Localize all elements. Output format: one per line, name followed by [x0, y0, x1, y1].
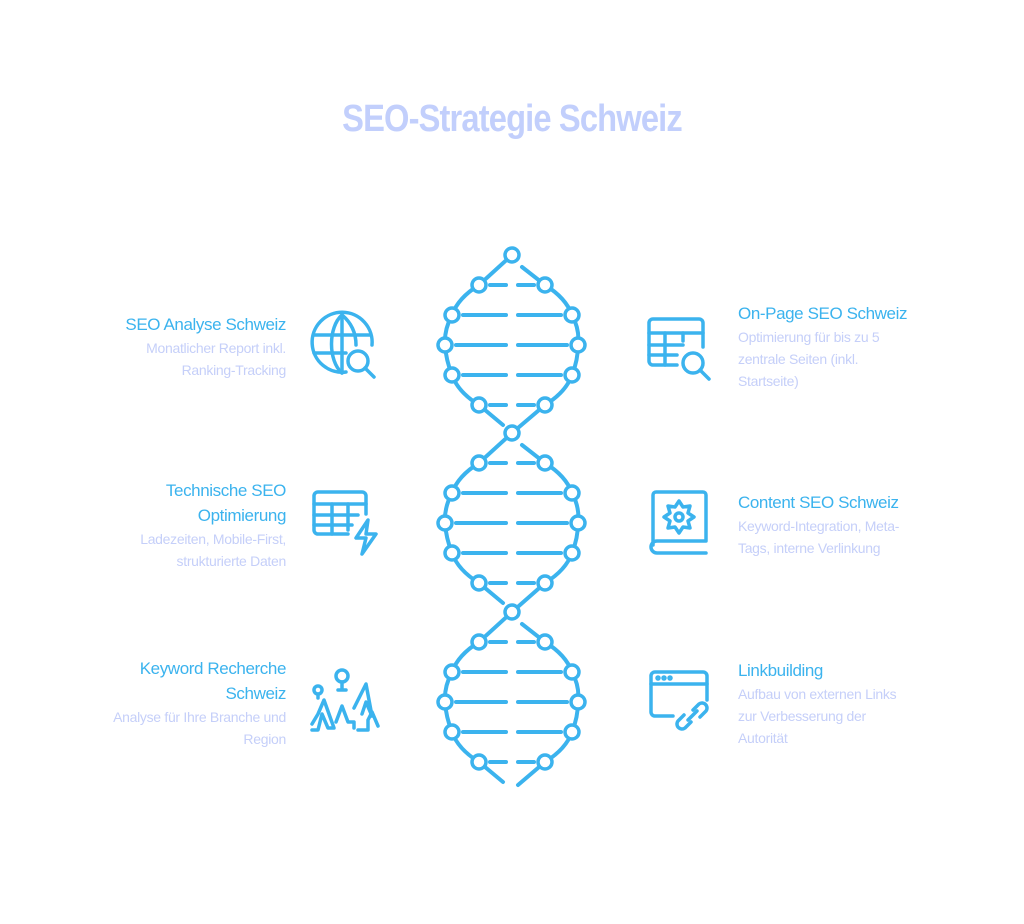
table-search-icon — [643, 313, 715, 385]
page-title: SEO-Strategie Schweiz — [342, 98, 683, 140]
item-keyword-recherche: Keyword Recherche Schweiz Analyse für Ih… — [76, 656, 286, 750]
map-pins-trees-icon — [308, 664, 380, 736]
item-description: Monatlicher Report inkl. Ranking-Trackin… — [146, 340, 286, 378]
helix-segment-2 — [442, 431, 581, 614]
item-content-seo: Content SEO Schweiz Keyword-Integration,… — [738, 490, 948, 559]
item-title: Keyword Recherche Schweiz — [139, 659, 287, 703]
helix-segment-1 — [442, 253, 581, 435]
item-description: Analyse für Ihre Branche und Region — [113, 709, 286, 747]
item-seo-analyse: SEO Analyse Schweiz Monatlicher Report i… — [76, 312, 286, 381]
globe-search-icon — [308, 309, 380, 381]
item-on-page-seo: On-Page SEO Schweiz Optimierung für bis … — [738, 301, 948, 392]
item-description: Optimierung für bis zu 5 zentrale Seiten… — [738, 329, 880, 389]
item-title: Technische SEO Optimierung — [165, 481, 286, 525]
item-title: Content SEO Schweiz — [738, 493, 899, 512]
browser-link-icon — [643, 664, 715, 736]
item-description: Aufbau von externen Links zur Verbesseru… — [738, 686, 897, 746]
item-linkbuilding: Linkbuilding Aufbau von externen Links z… — [738, 658, 948, 749]
table-lightning-icon — [308, 486, 380, 558]
helix-segment-3 — [442, 610, 581, 787]
item-title: SEO Analyse Schweiz — [125, 315, 286, 334]
item-title: Linkbuilding — [738, 661, 823, 680]
book-gear-icon — [643, 487, 715, 559]
item-description: Keyword-Integration, Meta-Tags, interne … — [738, 518, 900, 556]
item-description: Ladezeiten, Mobile-First, strukturierte … — [140, 531, 286, 569]
item-title: On-Page SEO Schweiz — [738, 304, 908, 323]
item-technische-seo: Technische SEO Optimierung Ladezeiten, M… — [76, 478, 286, 572]
